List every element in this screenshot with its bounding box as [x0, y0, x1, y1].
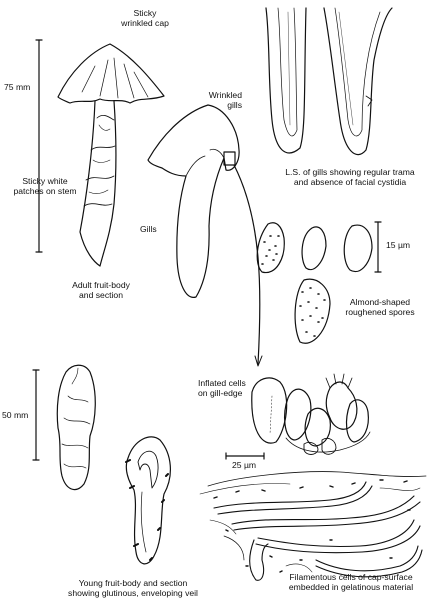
filamentous-cells — [199, 471, 427, 581]
adult-label-line1: Adult fruit-body — [72, 280, 130, 290]
stem-patches-line1: Sticky white — [22, 176, 68, 186]
inflated-label: Inflated cells on gill-edge — [198, 378, 246, 398]
scale-25-label: 25 µm — [232, 460, 257, 470]
gills-label: Gills — [140, 224, 157, 234]
adult-label-line2: and section — [79, 290, 123, 300]
wrinkled-gills-line2: gills — [227, 100, 242, 110]
filamentous-line2: embedded in gelatinous material — [288, 582, 414, 592]
cap-label: Sticky wrinkled cap — [102, 8, 188, 28]
gill-section-line2: and absence of facial cystidia — [293, 177, 407, 187]
spores-label-line2: roughened spores — [345, 307, 415, 317]
scale-bar-25 — [225, 452, 265, 460]
stem-patches-line2: patches on stem — [13, 186, 77, 196]
spores-label: Almond-shaped roughened spores — [330, 297, 430, 317]
filamentous-label: Filamentous cells of cap-surface embedde… — [268, 572, 434, 592]
inflated-label-line1: Inflated cells — [198, 378, 246, 388]
spores — [256, 221, 382, 344]
young-label: Young fruit-body and section showing glu… — [42, 578, 224, 598]
filamentous-line1: Filamentous cells of cap-surface — [289, 572, 413, 582]
cap-label-line2: wrinkled cap — [121, 18, 169, 28]
stem-patches-label: Sticky white patches on stem — [2, 176, 88, 196]
adult-label: Adult fruit-body and section — [56, 280, 146, 300]
adult-fruit-body — [35, 39, 165, 267]
young-section — [125, 436, 171, 565]
gill-section — [265, 7, 393, 156]
scale-75-label: 75 mm — [4, 82, 31, 92]
young-label-line2: showing glutinous, enveloping veil — [68, 588, 198, 598]
wrinkled-gills-label: Wrinkled gills — [196, 90, 242, 110]
young-fruit-body — [32, 364, 96, 491]
wrinkled-gills-line1: Wrinkled — [208, 90, 242, 100]
cap-label-line1: Sticky — [133, 8, 157, 18]
gill-section-label: L.S. of gills showing regular trama and … — [266, 167, 434, 187]
scale-50-label: 50 mm — [2, 410, 29, 420]
inflated-cells — [251, 373, 371, 455]
scale-15-label: 15 µm — [386, 240, 411, 250]
adult-section — [147, 104, 263, 367]
inflated-label-line2: on gill-edge — [198, 388, 243, 398]
young-label-line1: Young fruit-body and section — [78, 578, 188, 588]
gill-section-line1: L.S. of gills showing regular trama — [285, 167, 415, 177]
spores-label-line1: Almond-shaped — [349, 297, 411, 307]
